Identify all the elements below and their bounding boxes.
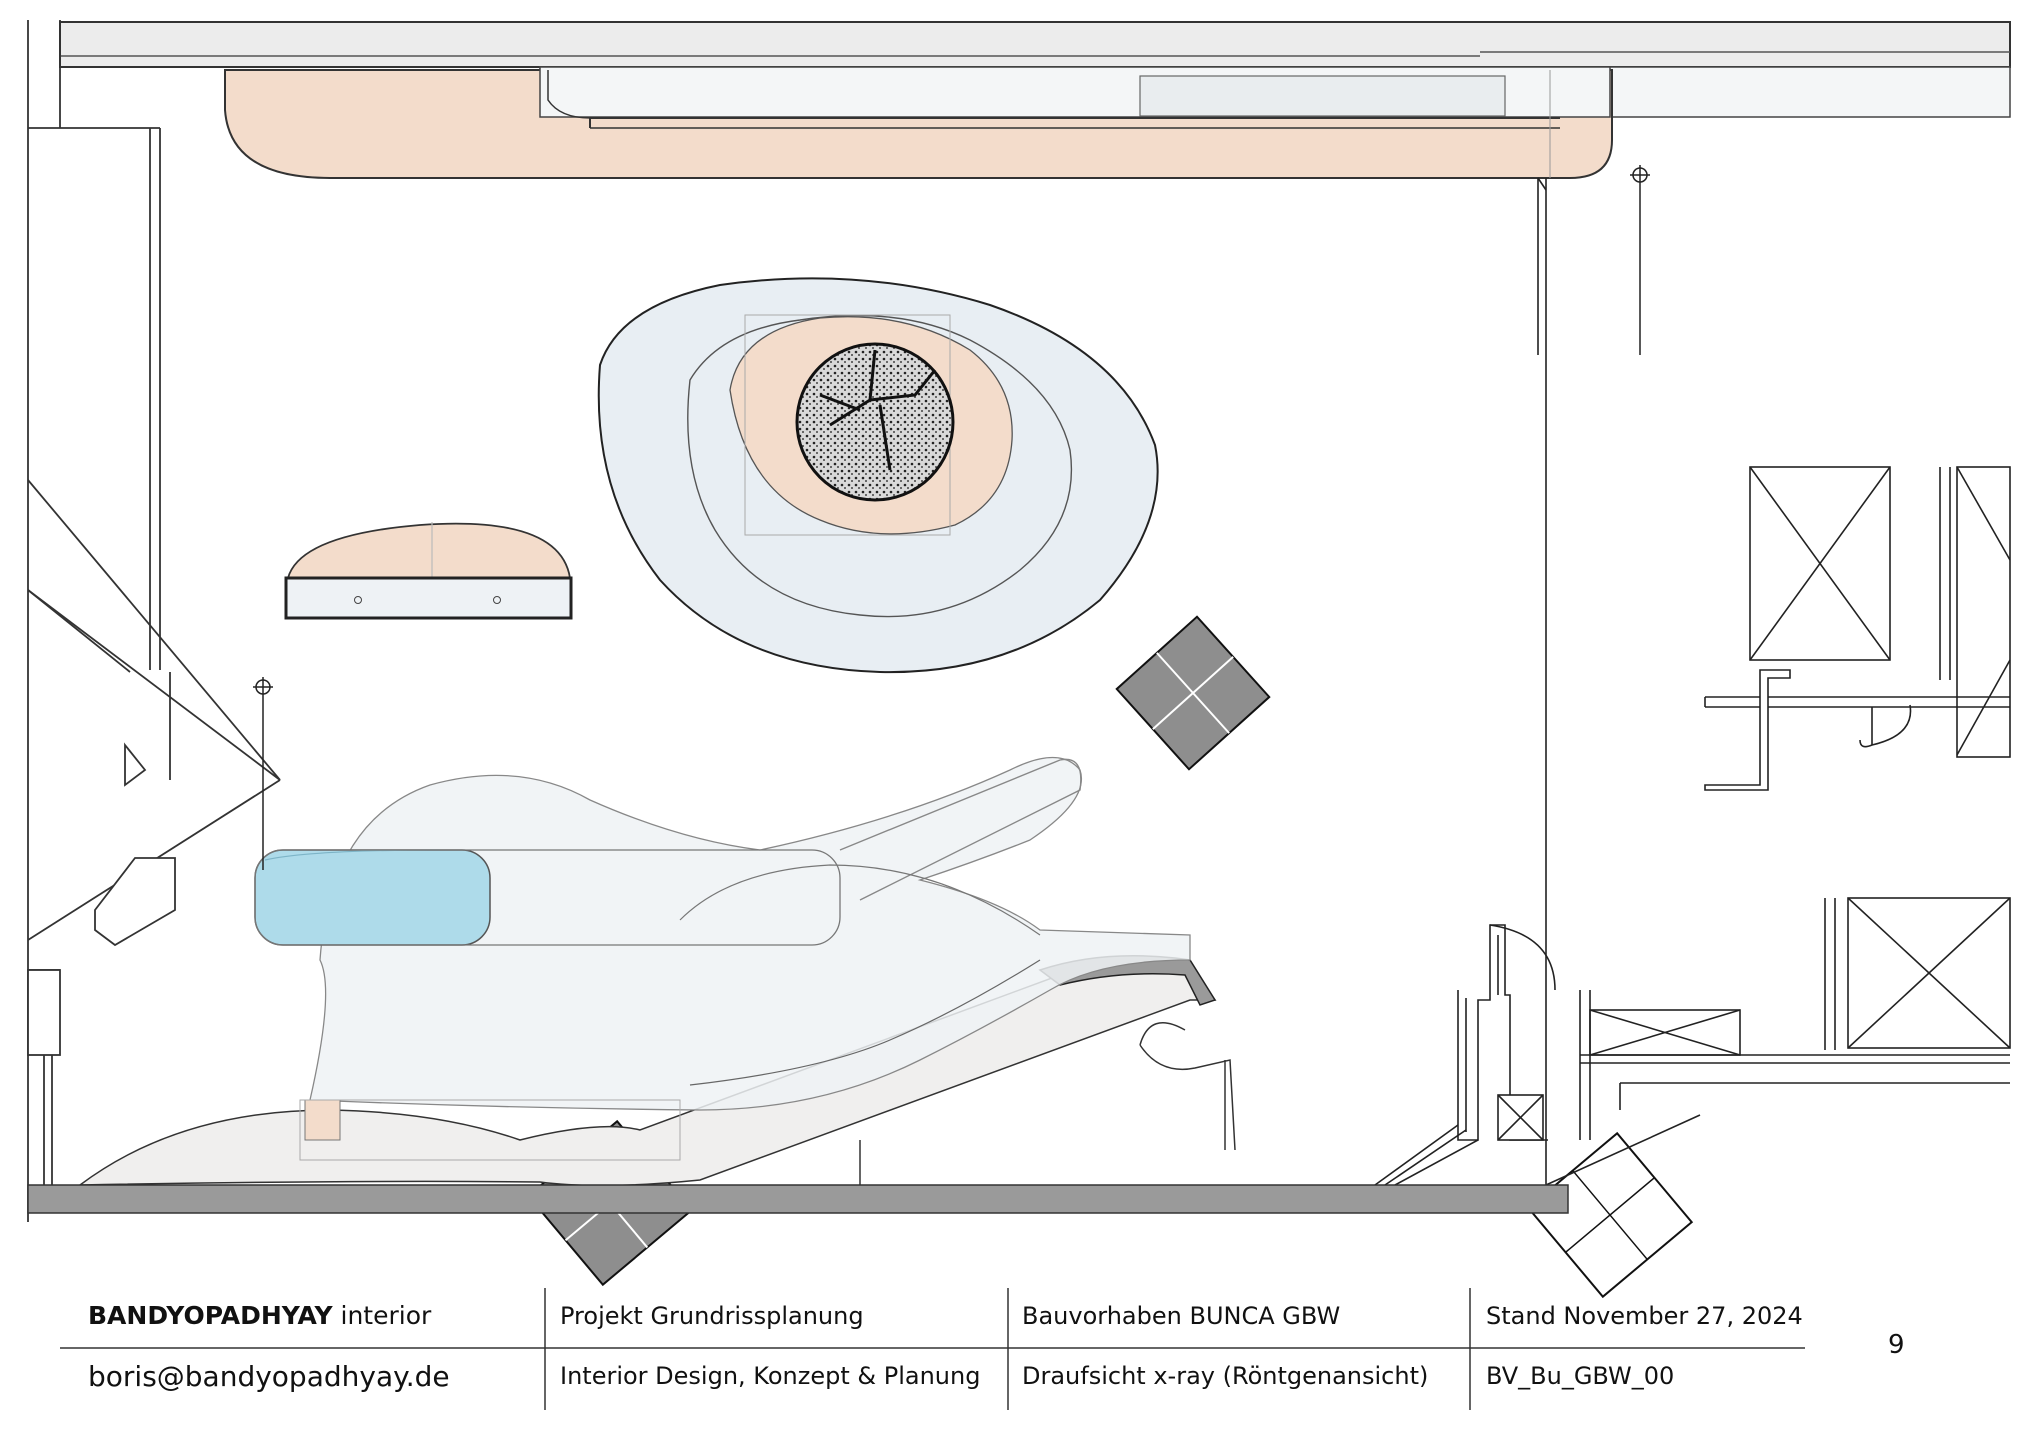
right-rooms bbox=[1374, 177, 2011, 1186]
survey-marker bbox=[253, 165, 1650, 870]
contact-email[interactable]: boris@bandyopadhyay.de bbox=[88, 1360, 450, 1393]
title-block-lines bbox=[60, 1288, 1805, 1410]
back-cushion bbox=[254, 849, 491, 946]
bench bbox=[284, 522, 573, 620]
table-top bbox=[795, 342, 955, 502]
drawing-code: BV_Bu_GBW_00 bbox=[1486, 1362, 1675, 1390]
brand-bold: BANDYOPADHYAY bbox=[88, 1301, 333, 1330]
drawing-view: Draufsicht x-ray (Röntgenansicht) bbox=[1022, 1362, 1429, 1390]
rug bbox=[597, 277, 1159, 674]
stool-upper bbox=[1115, 615, 1271, 771]
brand-rest: interior bbox=[332, 1301, 432, 1330]
building-title: Bauvorhaben BUNCA GBW bbox=[1022, 1302, 1341, 1330]
revision-date: Stand November 27, 2024 bbox=[1486, 1302, 1803, 1330]
bottom-wall bbox=[27, 1184, 1569, 1214]
brand-name: BANDYOPADHYAY interior bbox=[88, 1301, 431, 1330]
left-wall bbox=[27, 20, 281, 1222]
project-title: Projekt Grundrissplanung bbox=[560, 1302, 864, 1330]
page-number: 9 bbox=[1888, 1330, 1905, 1360]
project-subtitle: Interior Design, Konzept & Planung bbox=[560, 1362, 981, 1390]
stool-outline bbox=[1526, 1131, 1694, 1299]
lounge-sofa bbox=[77, 756, 1236, 1187]
